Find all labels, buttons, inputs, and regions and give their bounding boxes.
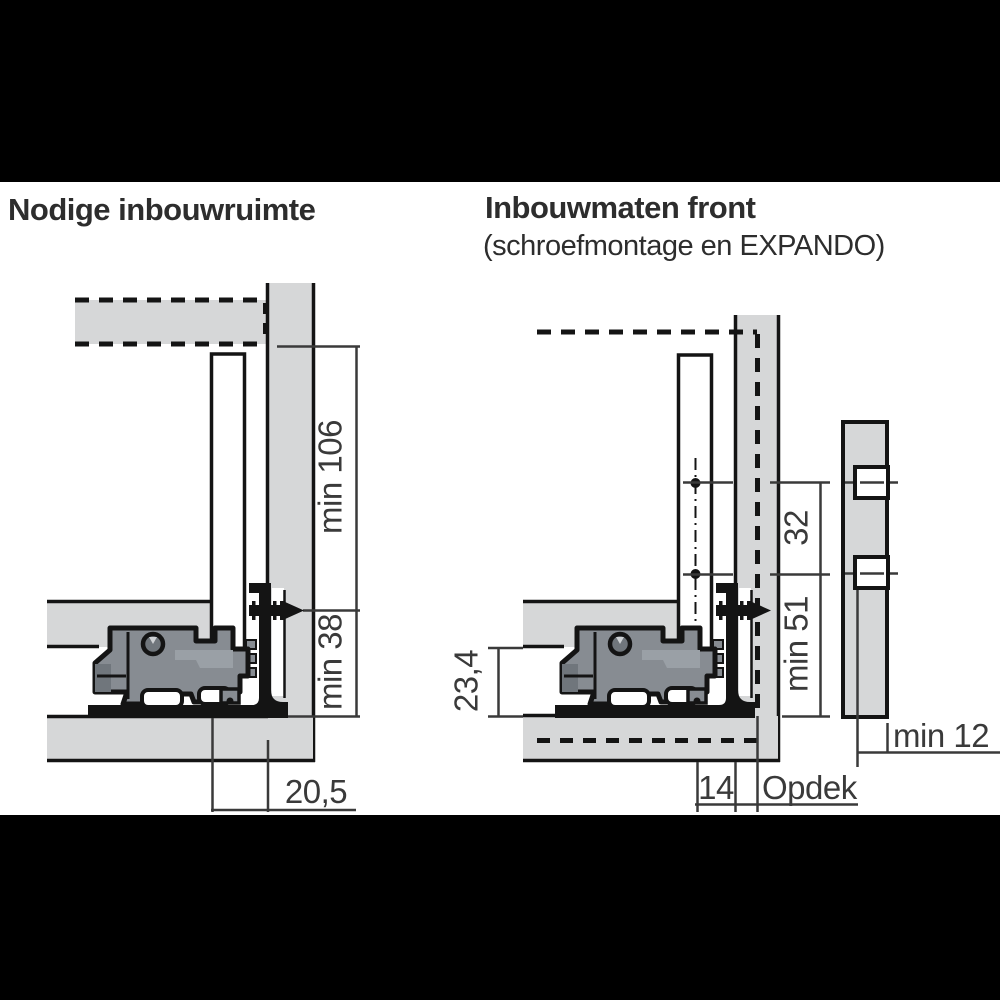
letterbox-bottom: [0, 815, 1000, 1000]
left-top-panel: [75, 300, 268, 344]
dim-label-min-106: min 106: [312, 420, 349, 534]
dim-label-14: 14: [698, 769, 734, 806]
diagram-front-installation-dimensions: 32 min 51 23,4 14 Opdek min 12: [448, 315, 1000, 812]
hole-centerlines: [845, 481, 1000, 767]
left-dimension-lines: [211, 345, 360, 812]
front-panel-detail: [841, 420, 1000, 767]
right-diagram-title: Inbouwmaten front: [485, 190, 756, 225]
dim-label-min-12: min 12: [893, 717, 989, 754]
right-dimension-lines: [488, 481, 858, 812]
dim-label-min-38: min 38: [312, 614, 349, 710]
dim-label-20-5: 20,5: [285, 773, 347, 810]
dim-label-min-51: min 51: [778, 596, 815, 692]
dim-label-32: 32: [778, 510, 815, 546]
diagram-required-installation-space: min 106 min 38 20,5: [47, 283, 360, 812]
label-opdek: Opdek: [762, 769, 858, 806]
dim-label-23-4: 23,4: [448, 650, 485, 712]
left-drawer-side: [209, 352, 247, 652]
left-bottom-shelf: [47, 716, 313, 761]
left-diagram-title: Nodige inbouwruimte: [8, 192, 316, 227]
right-diagram-subtitle: (schroefmontage en EXPANDO): [483, 230, 885, 262]
letterbox-top: [0, 0, 1000, 182]
